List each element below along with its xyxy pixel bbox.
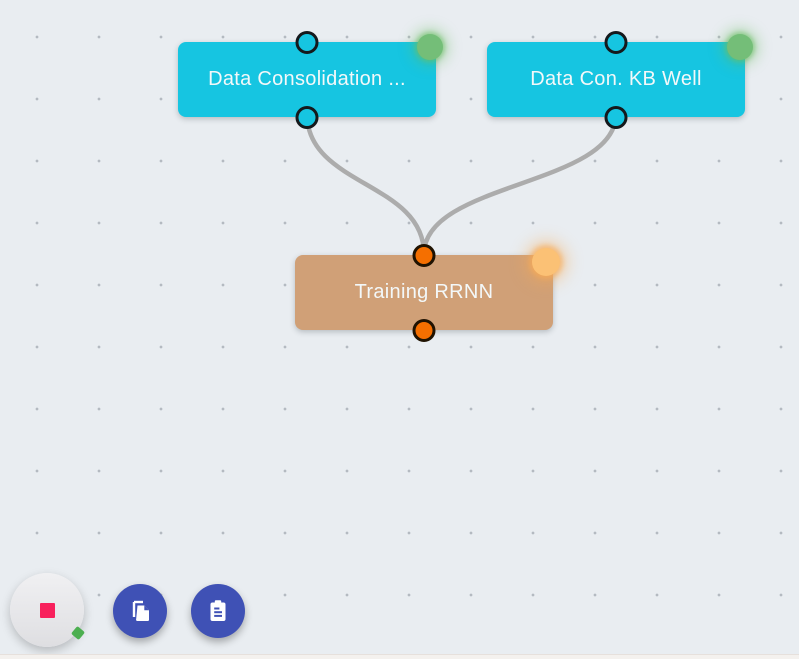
status-indicator-success bbox=[417, 34, 443, 60]
status-indicator-success bbox=[727, 34, 753, 60]
input-port[interactable] bbox=[295, 30, 319, 54]
paste-button[interactable] bbox=[191, 584, 245, 638]
node-label: Data Con. KB Well bbox=[530, 68, 702, 90]
bottom-edge-strip bbox=[0, 654, 799, 659]
edge-node1-to-node3[interactable] bbox=[304, 111, 427, 257]
output-port[interactable] bbox=[412, 318, 436, 342]
copy-icon bbox=[132, 600, 149, 621]
node-data-con-kb-well[interactable]: Data Con. KB Well bbox=[487, 30, 745, 129]
node-training-rrnn[interactable]: Training RRNN bbox=[295, 243, 553, 342]
node-label: Data Consolidation ... bbox=[208, 68, 406, 90]
node-label: Training RRNN bbox=[354, 281, 494, 303]
copy-button[interactable] bbox=[113, 584, 167, 638]
input-port[interactable] bbox=[604, 30, 628, 54]
stop-square-icon bbox=[39, 602, 55, 618]
status-indicator-running bbox=[532, 248, 560, 276]
output-port[interactable] bbox=[604, 105, 628, 129]
stop-button[interactable] bbox=[10, 573, 86, 647]
output-port[interactable] bbox=[295, 105, 319, 129]
clipboard-icon bbox=[210, 600, 226, 621]
edge-node2-to-node3[interactable] bbox=[421, 111, 619, 257]
input-port[interactable] bbox=[412, 243, 436, 267]
node-data-consolidation[interactable]: Data Consolidation ... bbox=[178, 30, 436, 129]
